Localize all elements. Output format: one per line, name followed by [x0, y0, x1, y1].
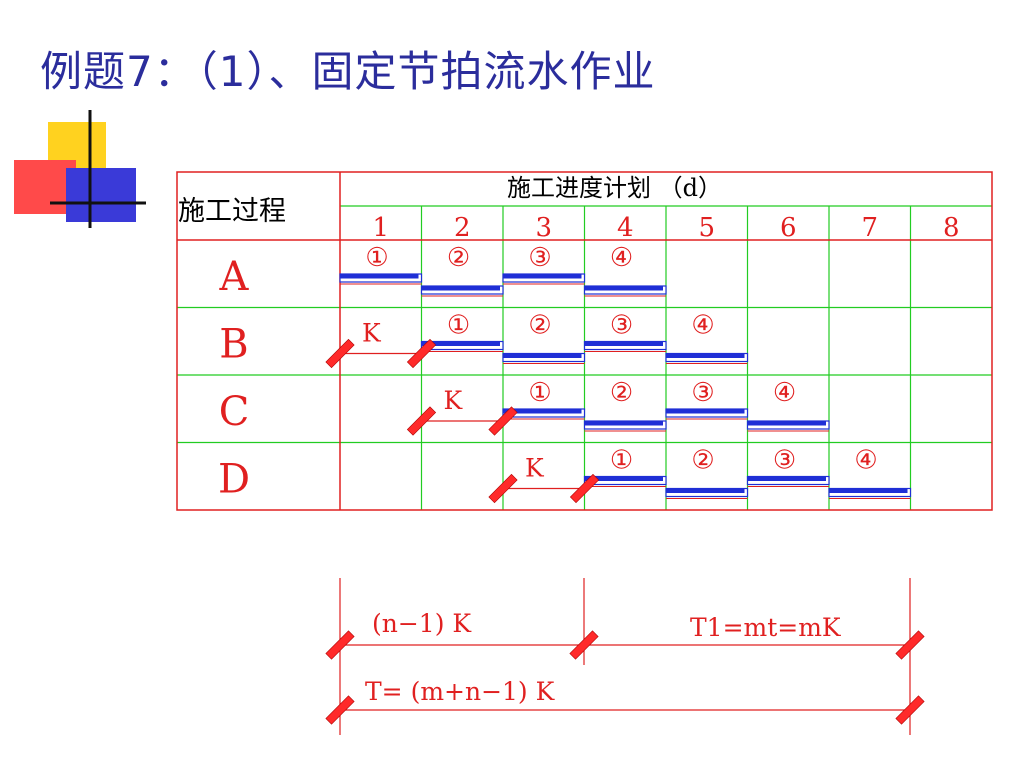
- k-end-tick: [488, 406, 518, 436]
- schedule-table-frame: [176, 171, 993, 511]
- work-bar: [503, 353, 582, 358]
- day-label: 8: [943, 213, 960, 243]
- segment-label: ④: [854, 446, 877, 476]
- k-start-tick: [325, 338, 355, 369]
- k-end-tick: [406, 338, 437, 369]
- work-bar: [666, 353, 745, 358]
- work-bar: [503, 409, 582, 414]
- process-label: D: [218, 457, 250, 503]
- work-bar: [747, 476, 826, 481]
- k-gap-label: K: [444, 386, 464, 415]
- first-span-label: (n−1) K: [372, 609, 472, 638]
- k-gap-markers: K K K: [325, 319, 600, 504]
- schedule-header: 施工进度计划 （d）: [507, 174, 722, 202]
- work-bar: [421, 286, 500, 291]
- day-labels: 1 2 3 4 5 6 7 8: [372, 213, 959, 243]
- segment-label: ③: [610, 311, 633, 341]
- day-label: 2: [454, 213, 471, 243]
- work-bar: [503, 274, 582, 279]
- deco-red-square: [14, 160, 76, 214]
- day-label: 6: [780, 213, 797, 243]
- duration-formula-section: (n−1) K T1=mt=mK T= (m+n−1) K: [339, 578, 911, 735]
- day-label: 4: [617, 213, 634, 243]
- k-gap-label: K: [525, 454, 545, 483]
- k-start-tick: [488, 473, 518, 504]
- work-bar: [421, 341, 500, 346]
- dimension-tick: [325, 630, 355, 660]
- segment-label: ③: [773, 446, 796, 476]
- segment-labels: ① ② ③ ④ ① ② ③ ④ ① ② ③ ④ ① ② ③ ④: [365, 243, 877, 476]
- dimension-tick: [895, 695, 925, 725]
- work-bar: [584, 476, 663, 481]
- segment-label: ④: [610, 243, 633, 273]
- work-bar: [340, 274, 419, 279]
- process-header: 施工过程: [178, 196, 286, 227]
- day-label: 7: [861, 213, 878, 243]
- work-bar: [584, 286, 663, 291]
- segment-label: ②: [447, 243, 470, 273]
- work-bar: [666, 409, 745, 414]
- dimension-tick: [569, 630, 599, 660]
- total-span-label: T= (m+n−1) K: [365, 677, 556, 706]
- process-label: C: [219, 389, 250, 435]
- k-gap-label: K: [362, 319, 382, 348]
- dimension-tick: [325, 695, 355, 725]
- schedule-bars: [339, 273, 912, 499]
- segment-label: ②: [691, 446, 714, 476]
- segment-label: ③: [528, 243, 551, 273]
- work-bar: [584, 421, 663, 426]
- work-bar: [747, 421, 826, 426]
- day-label: 3: [535, 213, 552, 243]
- deco-blue-square: [66, 168, 136, 222]
- process-label: A: [219, 254, 250, 300]
- table-outer-border: [176, 171, 993, 511]
- day-label: 1: [372, 213, 389, 243]
- segment-label: ③: [691, 378, 714, 408]
- second-span-label: T1=mt=mK: [690, 613, 842, 642]
- day-label: 5: [698, 213, 715, 243]
- segment-label: ①: [365, 243, 388, 273]
- segment-label: ④: [773, 378, 796, 408]
- segment-label: ②: [610, 378, 633, 408]
- k-end-tick: [569, 473, 600, 504]
- work-bar: [584, 341, 663, 346]
- work-bar: [829, 488, 908, 493]
- slide-title: 例题7：（1）、固定节拍流水作业: [40, 47, 656, 96]
- segment-label: ②: [528, 311, 551, 341]
- segment-label: ①: [528, 378, 551, 408]
- segment-label: ①: [610, 446, 633, 476]
- segment-label: ①: [447, 311, 470, 341]
- dimension-tick-marks: [325, 630, 925, 725]
- process-label: B: [219, 322, 248, 368]
- decorative-logo-icon: [14, 110, 146, 228]
- work-bar: [666, 488, 745, 493]
- dimension-tick: [895, 630, 925, 660]
- k-start-tick: [406, 406, 437, 436]
- segment-label: ④: [691, 311, 714, 341]
